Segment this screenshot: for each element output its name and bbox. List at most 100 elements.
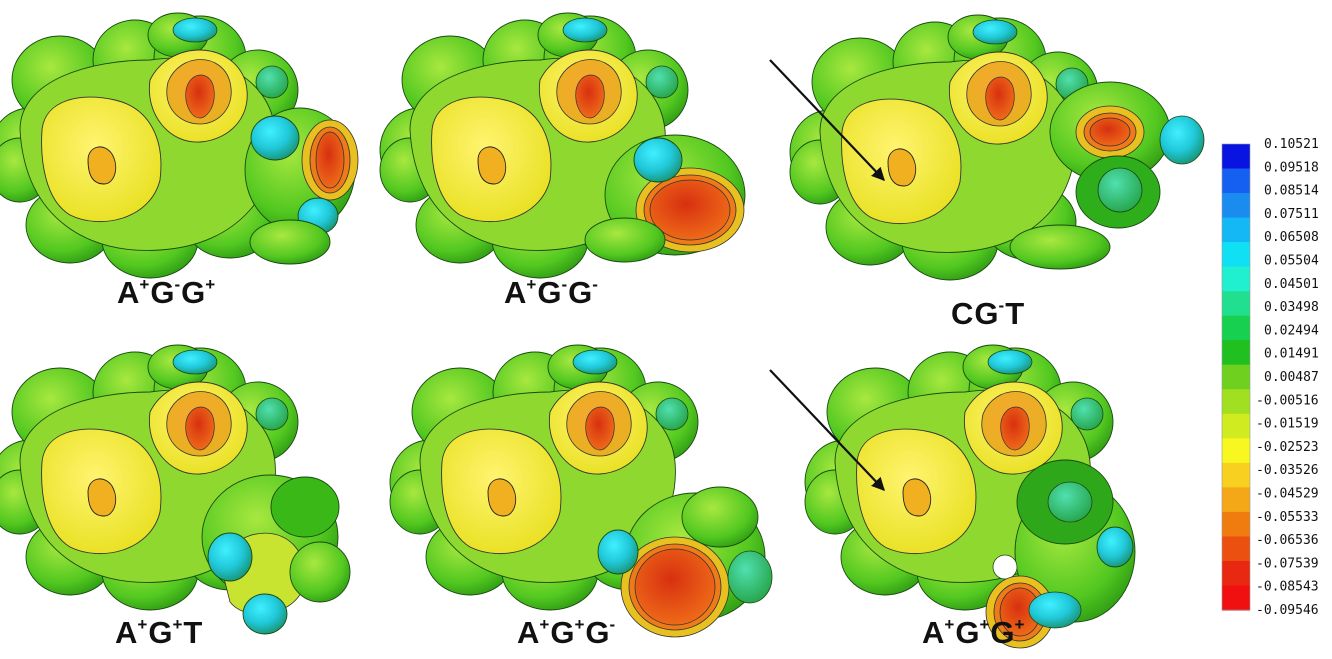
red-blob <box>1089 117 1131 147</box>
colorbar-swatch <box>1222 487 1250 513</box>
side-lobe <box>289 541 351 603</box>
red-blob <box>649 179 731 241</box>
colorbar-tick-label: -0.06536 <box>1256 533 1319 548</box>
label-p4: A+G+T <box>115 615 203 650</box>
colorbar-tick-label: -0.04529 <box>1256 487 1319 502</box>
arrow-icon <box>769 369 885 491</box>
teal-lobe <box>645 65 679 99</box>
colorbar-tick-label: 0.06508 <box>1264 230 1319 245</box>
orange-pit <box>87 146 117 185</box>
side-lobe <box>1009 224 1111 270</box>
arrow-icon <box>769 59 885 181</box>
orange-pit <box>487 478 517 517</box>
label-p2: A+G-G- <box>504 275 598 310</box>
colorbar-swatch <box>1222 560 1250 587</box>
cyan-bulb <box>597 529 639 575</box>
teal-bulb <box>1097 167 1143 213</box>
teal-lobe <box>727 550 773 604</box>
cyan-cap <box>987 349 1033 375</box>
orange-pit <box>87 478 117 517</box>
colorbar-swatch <box>1222 193 1250 219</box>
label-p1: A+G-G+ <box>117 275 216 310</box>
teal-lobe <box>255 397 289 431</box>
teal-lobe <box>655 397 689 431</box>
colorbar: 0.10521 0.09518 0.08514 0.07511 0.06508 0.055… <box>1221 137 1319 618</box>
colorbar-swatch <box>1222 389 1250 415</box>
colorbar-swatch <box>1222 168 1250 194</box>
colorbar-tick-label: 0.03498 <box>1264 300 1319 315</box>
cyan-cap <box>562 17 608 43</box>
colorbar-swatch <box>1222 144 1250 170</box>
red-blob <box>634 548 716 626</box>
colorbar-swatch <box>1222 242 1250 268</box>
cyan-bulb <box>1028 591 1082 629</box>
side-lobe <box>681 486 759 548</box>
colorbar-swatch <box>1222 462 1250 488</box>
orange-pit <box>902 478 932 517</box>
red-spot <box>1000 406 1030 451</box>
molecule-5 <box>389 344 773 638</box>
red-spot <box>575 74 605 119</box>
colorbar-tick-label: -0.08543 <box>1256 580 1319 595</box>
red-spot <box>185 74 215 119</box>
label-p3: CG-T <box>951 296 1025 331</box>
colorbar-swatch <box>1222 291 1250 317</box>
colorbar-tick-label: -0.07539 <box>1256 556 1319 571</box>
colorbar-tick-label: 0.00487 <box>1264 370 1319 385</box>
colorbar-swatch <box>1222 413 1250 439</box>
cyan-bulb <box>250 115 300 161</box>
cyan-bulb <box>633 137 683 183</box>
molecule-6 <box>804 344 1136 649</box>
cyan-bulb <box>1159 115 1205 165</box>
cyan-cap <box>172 17 218 43</box>
colorbar-tick-label: 0.04501 <box>1264 277 1319 292</box>
cyan-cap <box>572 349 618 375</box>
molecule-3 <box>789 14 1205 281</box>
label-p6: A+G+G+ <box>922 615 1025 650</box>
side-lobe <box>584 217 666 263</box>
colorbar-swatch <box>1222 536 1250 562</box>
colorbar-border <box>1221 143 1251 611</box>
red-spot <box>585 406 615 451</box>
teal-lobe <box>255 65 289 99</box>
cyan-bulb <box>207 532 253 582</box>
red-blob <box>315 131 345 189</box>
colorbar-swatch <box>1222 217 1250 243</box>
colorbar-tick-label: -0.05533 <box>1256 510 1319 525</box>
colorbar-tick-label: 0.09518 <box>1264 160 1319 175</box>
cyan-bulb <box>242 593 288 635</box>
colorbar-tick-label: 0.08514 <box>1264 184 1319 199</box>
colorbar-swatch <box>1222 340 1250 366</box>
colorbar-tick-label: -0.00516 <box>1256 393 1319 408</box>
colorbar-tick-label: -0.01519 <box>1256 417 1319 432</box>
dark-green-lobe <box>270 476 340 538</box>
molecule-4 <box>0 344 351 635</box>
colorbar-swatch <box>1222 315 1250 341</box>
colorbar-tick-label: -0.09546 <box>1256 603 1319 618</box>
colorbar-swatch <box>1222 364 1250 390</box>
colorbar-tick-label: 0.10521 <box>1264 137 1319 152</box>
colorbar-tick-label: -0.02523 <box>1256 440 1319 455</box>
red-spot <box>985 76 1015 121</box>
orange-pit <box>887 148 917 187</box>
colorbar-tick-label: 0.05504 <box>1264 254 1319 269</box>
colorbar-swatch <box>1222 585 1250 611</box>
cyan-cap <box>172 349 218 375</box>
colorbar-tick-label: -0.03526 <box>1256 463 1319 478</box>
ring-hole <box>992 554 1018 580</box>
cyan-bulb <box>1096 526 1134 568</box>
label-p5: A+G+G- <box>517 615 616 650</box>
colorbar-swatch <box>1222 438 1250 464</box>
colorbar-tick-label: 0.07511 <box>1264 207 1319 222</box>
teal-lobe <box>1070 397 1104 431</box>
colorbar-tick-label: 0.01491 <box>1264 347 1319 362</box>
colorbar-tick-label: 0.02494 <box>1264 323 1319 338</box>
colorbar-swatch <box>1222 511 1250 538</box>
molecule-2 <box>379 12 746 279</box>
molecule-1 <box>0 12 359 279</box>
teal-bulb <box>1047 481 1093 523</box>
orange-pit <box>477 146 507 185</box>
cyan-cap <box>972 19 1018 45</box>
